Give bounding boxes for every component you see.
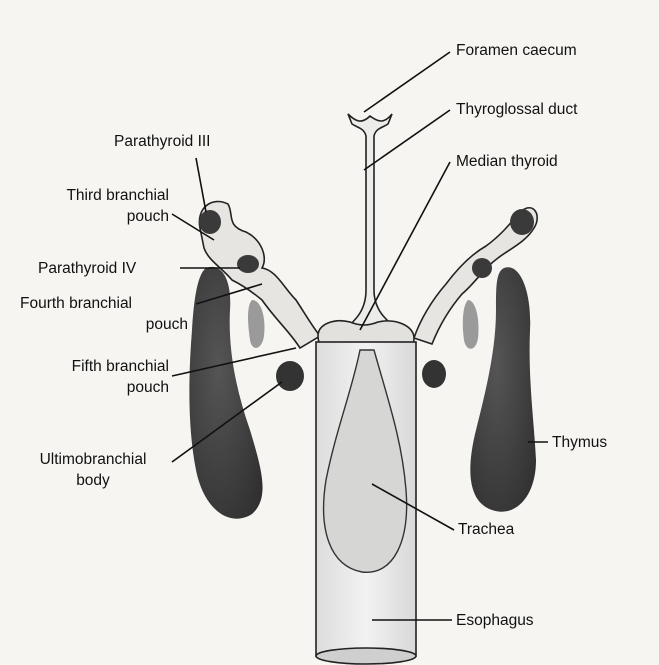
label-fifth-branchial-pouch-line1: Fifth branchial <box>30 356 169 377</box>
label-thymus: Thymus <box>552 432 607 453</box>
left-ultimobranchial <box>276 361 304 391</box>
right-parathyroid-iv <box>472 258 492 278</box>
label-fourth-branchial-pouch-line2: pouch <box>20 314 188 335</box>
label-ultimobranchial-body-line2: body <box>18 470 168 491</box>
label-trachea: Trachea <box>458 519 514 540</box>
label-third-branchial-pouch-line1: Third branchial <box>30 185 169 206</box>
right-parathyroid-iii <box>510 209 534 235</box>
label-fourth-branchial-pouch-line1: Fourth branchial <box>20 293 196 314</box>
label-fourth-branchial-pouch: Fourth branchial pouch <box>20 293 196 335</box>
left-parathyroid-iii <box>199 210 221 234</box>
label-fifth-branchial-pouch: Fifth branchial pouch <box>30 356 169 398</box>
leader-foramen-caecum <box>364 52 450 112</box>
label-median-thyroid: Median thyroid <box>456 151 558 172</box>
label-esophagus: Esophagus <box>456 610 534 631</box>
label-third-branchial-pouch: Third branchial pouch <box>30 185 169 227</box>
right-vessel <box>463 300 479 349</box>
label-foramen-caecum: Foramen caecum <box>456 40 577 61</box>
leader-parathyroid-iii <box>196 158 206 212</box>
leader-thyroglossal-duct <box>364 110 450 170</box>
label-fifth-branchial-pouch-line2: pouch <box>30 377 169 398</box>
label-parathyroid-iv: Parathyroid IV <box>38 258 136 279</box>
label-parathyroid-iii: Parathyroid III <box>114 131 211 152</box>
label-third-branchial-pouch-line2: pouch <box>30 206 169 227</box>
left-vessel <box>248 300 265 348</box>
right-thymus <box>470 267 536 512</box>
label-thyroglossal-duct: Thyroglossal duct <box>456 99 577 120</box>
label-ultimobranchial-body-line1: Ultimobranchial <box>18 449 168 470</box>
thyroglossal-duct-shape <box>344 114 398 330</box>
right-ultimobranchial <box>422 360 446 388</box>
left-parathyroid-iv <box>237 255 259 273</box>
esophagus-opening <box>316 648 416 664</box>
label-ultimobranchial-body: Ultimobranchial body <box>18 449 168 491</box>
